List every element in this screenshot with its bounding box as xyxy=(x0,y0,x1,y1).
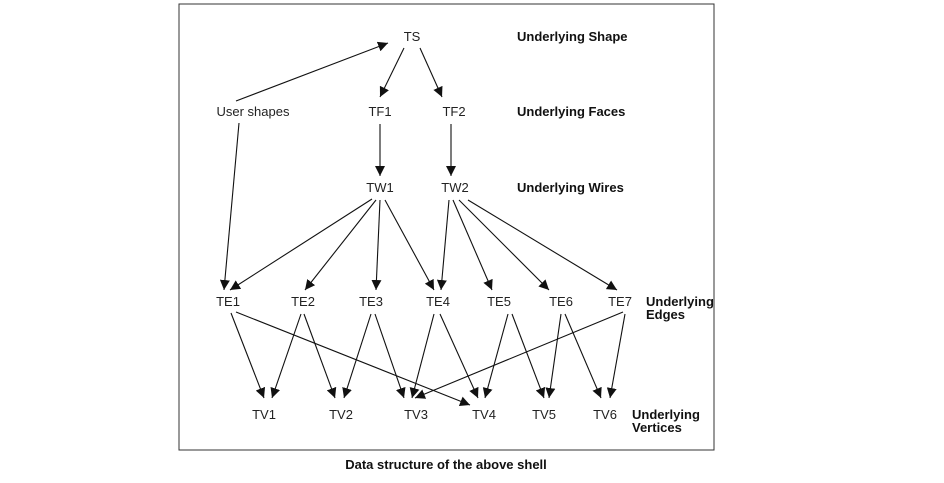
edge-arrow-te4-to-tv3 xyxy=(409,313,435,399)
edge-arrow-tw2-to-te7 xyxy=(467,199,618,291)
node-tf1: TF1 xyxy=(368,104,391,119)
node-te2: TE2 xyxy=(291,294,315,309)
edge-arrow-ts-to-tf1 xyxy=(379,47,405,98)
edge-arrow-tw2-to-te6 xyxy=(458,199,550,291)
level-label-faces: Underlying Faces xyxy=(517,104,625,119)
edge-arrow-te7-to-tv3 xyxy=(414,311,624,399)
edge-arrow-te4-to-tv4 xyxy=(439,313,479,399)
node-tv4: TV4 xyxy=(472,407,496,422)
edge-arrow-tw1-to-te3 xyxy=(371,199,382,291)
level-label-shape: Underlying Shape xyxy=(517,29,628,44)
node-te4: TE4 xyxy=(426,294,450,309)
diagram-frame xyxy=(178,3,715,451)
edge-arrow-ts-to-tf2 xyxy=(419,47,443,98)
edge-arrow-te1-to-tv4 xyxy=(235,311,471,406)
edges-layer xyxy=(219,41,626,406)
edge-arrow-te5-to-tv4 xyxy=(482,313,509,399)
node-te6: TE6 xyxy=(549,294,573,309)
level-label-edges-line1: Underlying xyxy=(646,294,714,309)
node-tv2: TV2 xyxy=(329,407,353,422)
edge-arrow-te7-to-tv6 xyxy=(606,313,626,399)
node-tv6: TV6 xyxy=(593,407,617,422)
edge-arrow-te3-to-tv3 xyxy=(374,313,406,399)
edge-arrow-te6-to-tv6 xyxy=(564,313,602,399)
edge-arrow-user-to-te1 xyxy=(219,122,240,291)
node-tw2: TW2 xyxy=(441,180,468,195)
edge-arrow-te5-to-tv5 xyxy=(511,313,546,399)
edge-arrow-tw2-to-te4 xyxy=(436,199,450,291)
edge-arrow-tw1-to-te1 xyxy=(229,198,373,291)
level-label-vertices-line1: Underlying xyxy=(632,407,700,422)
edge-arrow-tw2-to-te5 xyxy=(452,199,493,291)
edge-arrow-tw1-to-te2 xyxy=(304,199,377,291)
node-tf2: TF2 xyxy=(442,104,465,119)
node-tv1: TV1 xyxy=(252,407,276,422)
level-labels: Underlying Shape Underlying Faces Underl… xyxy=(517,29,714,435)
node-te3: TE3 xyxy=(359,294,383,309)
node-te5: TE5 xyxy=(487,294,511,309)
node-tv5: TV5 xyxy=(532,407,556,422)
nodes-layer: TS User shapes TF1 TF2 TW1 TW2 TE1 TE2 T… xyxy=(216,29,632,422)
edge-arrow-user-to-ts xyxy=(235,41,389,102)
edge-arrow-te3-to-tv2 xyxy=(342,313,372,399)
figure-caption: Data structure of the above shell xyxy=(345,457,547,472)
level-label-vertices-line2: Vertices xyxy=(632,420,682,435)
level-label-wires: Underlying Wires xyxy=(517,180,624,195)
edge-arrow-te2-to-tv2 xyxy=(303,313,337,399)
node-te7: TE7 xyxy=(608,294,632,309)
level-label-edges-line2: Edges xyxy=(646,307,685,322)
node-tw1: TW1 xyxy=(366,180,393,195)
edge-arrow-te2-to-tv1 xyxy=(270,313,302,399)
node-te1: TE1 xyxy=(216,294,240,309)
edge-arrow-tw1-to-te4 xyxy=(384,199,435,291)
node-ts: TS xyxy=(404,29,421,44)
node-tv3: TV3 xyxy=(404,407,428,422)
node-user-shapes: User shapes xyxy=(217,104,290,119)
edge-arrow-te6-to-tv5 xyxy=(545,313,562,399)
edge-arrow-te1-to-tv1 xyxy=(230,312,266,399)
